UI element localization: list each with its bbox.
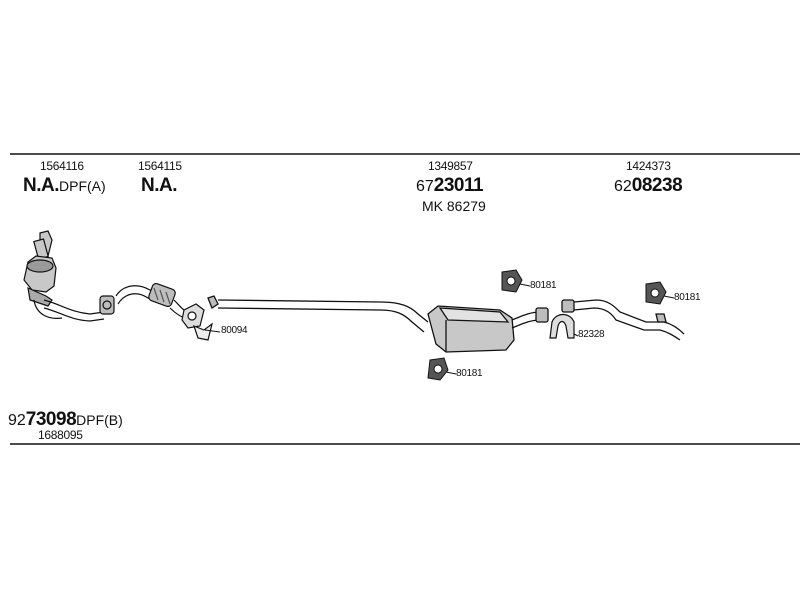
part-number-4-main: 08238 <box>631 175 683 196</box>
callout-hanger-b: 80181 <box>456 368 483 379</box>
gasket-part <box>181 303 213 341</box>
part-number-3: 6723011 <box>416 175 484 196</box>
part-number-5-suffix: DPF(B) <box>76 412 123 428</box>
hanger-c-part <box>645 281 667 305</box>
rear-silencer-part <box>427 305 549 353</box>
hanger-c-leader <box>663 295 675 299</box>
clamp-part <box>549 313 575 339</box>
callout-hanger-c: 80181 <box>674 292 701 303</box>
gasket-leader <box>204 329 221 333</box>
callout-hanger-a: 80181 <box>530 280 557 291</box>
flex-pipe-part <box>115 282 193 321</box>
part-number-2: N.A. <box>141 175 178 196</box>
part-number-3-pre: 67 <box>416 178 434 195</box>
clamp-leader <box>573 333 579 337</box>
part-number-5: 9273098DPF(B) <box>8 410 123 429</box>
part-number-5-pre: 92 <box>8 412 26 429</box>
part-ref-1: 1564116 <box>40 159 84 173</box>
catalyst-dpf-part <box>23 230 57 307</box>
callout-clamp: 82328 <box>578 329 605 340</box>
hanger-b-part <box>427 357 449 381</box>
part-ref-5: 1688095 <box>38 428 83 442</box>
front-pipe-part <box>33 295 115 322</box>
callout-gasket: 80094 <box>221 325 248 336</box>
part-number-3-main: 23011 <box>433 175 484 196</box>
part-number-5-main: 73098 <box>25 409 77 430</box>
part-number-1-prefix: N.A. <box>23 175 60 196</box>
part-number-4-pre: 62 <box>614 178 632 195</box>
part-number-4: 6208238 <box>614 175 683 196</box>
part-number-1-suffix: DPF(A) <box>59 178 106 194</box>
middle-pipe-part <box>207 295 429 333</box>
part-ref-2: 1564115 <box>138 159 182 173</box>
part-ref-3: 1349857 <box>428 159 473 173</box>
part-number-1: N.A.DPF(A) <box>23 176 106 195</box>
part-ref-4: 1424373 <box>626 159 671 173</box>
hanger-b-leader <box>445 371 457 375</box>
part-mk-3: MK 86279 <box>422 198 486 214</box>
tailpipe-part <box>561 299 685 341</box>
hanger-a-part <box>501 269 523 293</box>
hanger-a-leader <box>519 283 531 287</box>
